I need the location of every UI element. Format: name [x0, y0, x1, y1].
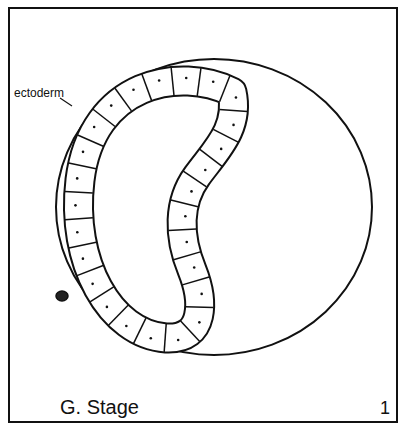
cell-nucleus	[185, 241, 188, 244]
cell-wall	[220, 76, 230, 102]
cell-nucleus	[132, 88, 135, 91]
cell-divisions	[65, 68, 247, 352]
cell-nucleus	[125, 325, 128, 328]
cell-wall	[197, 68, 201, 96]
cell-nucleus	[82, 151, 85, 154]
cell-nucleus	[184, 215, 187, 218]
outer-circle	[56, 59, 372, 355]
cell-wall	[93, 109, 115, 126]
ectoderm-band-fill	[78, 81, 233, 338]
cell-nucleus	[158, 79, 161, 82]
cell-wall	[171, 68, 174, 96]
cell-wall	[164, 324, 166, 352]
cell-wall	[65, 218, 93, 220]
cell-wall	[65, 191, 93, 193]
cell-nucleus	[106, 306, 109, 309]
cell-wall	[77, 266, 103, 276]
cell-wall	[109, 305, 129, 325]
cell-nucleus	[150, 337, 153, 340]
cell-nucleus	[204, 169, 207, 172]
cell-nucleus	[190, 190, 193, 193]
cell-nucleus	[220, 148, 223, 151]
cell-nucleus	[74, 204, 77, 207]
cell-wall	[183, 171, 206, 187]
cell-wall	[78, 135, 104, 146]
cell-nucleus	[232, 124, 235, 127]
cell-nucleus	[93, 126, 96, 129]
handwritten-label: 1	[380, 398, 390, 419]
cell-nucleus	[200, 293, 203, 296]
cell-wall	[90, 287, 114, 302]
blob-mark	[56, 291, 68, 301]
cell-wall	[69, 242, 96, 248]
cell-wall	[181, 321, 200, 341]
frame	[9, 8, 397, 422]
cell-wall	[69, 163, 96, 169]
cell-nucleus	[82, 257, 85, 260]
cell-wall	[168, 229, 196, 231]
cell-nucleus	[91, 283, 94, 286]
cell-wall	[186, 306, 214, 308]
cell-nucleus	[185, 77, 188, 80]
cell-wall	[200, 149, 222, 166]
cell-wall	[134, 318, 146, 343]
cell-nucleus	[198, 321, 201, 324]
cell-nucleus	[177, 339, 180, 342]
cell-nucleus	[76, 177, 79, 180]
cell-wall	[171, 200, 198, 207]
cell-wall	[219, 110, 247, 112]
ectoderm-band	[78, 81, 233, 338]
cell-wall	[174, 252, 201, 260]
handwritten-label: ectoderm	[14, 86, 64, 100]
cell-wall	[213, 129, 238, 142]
handwritten-label: G. Stage	[60, 396, 139, 419]
cell-wall	[115, 88, 131, 111]
cell-nucleus	[235, 96, 238, 99]
cell-nucleus	[110, 104, 113, 107]
cell-wall	[142, 74, 152, 100]
cell-nucleus	[76, 231, 79, 234]
cell-nucleus	[193, 266, 196, 269]
cell-nucleus	[212, 80, 215, 83]
cell-wall	[182, 277, 209, 285]
